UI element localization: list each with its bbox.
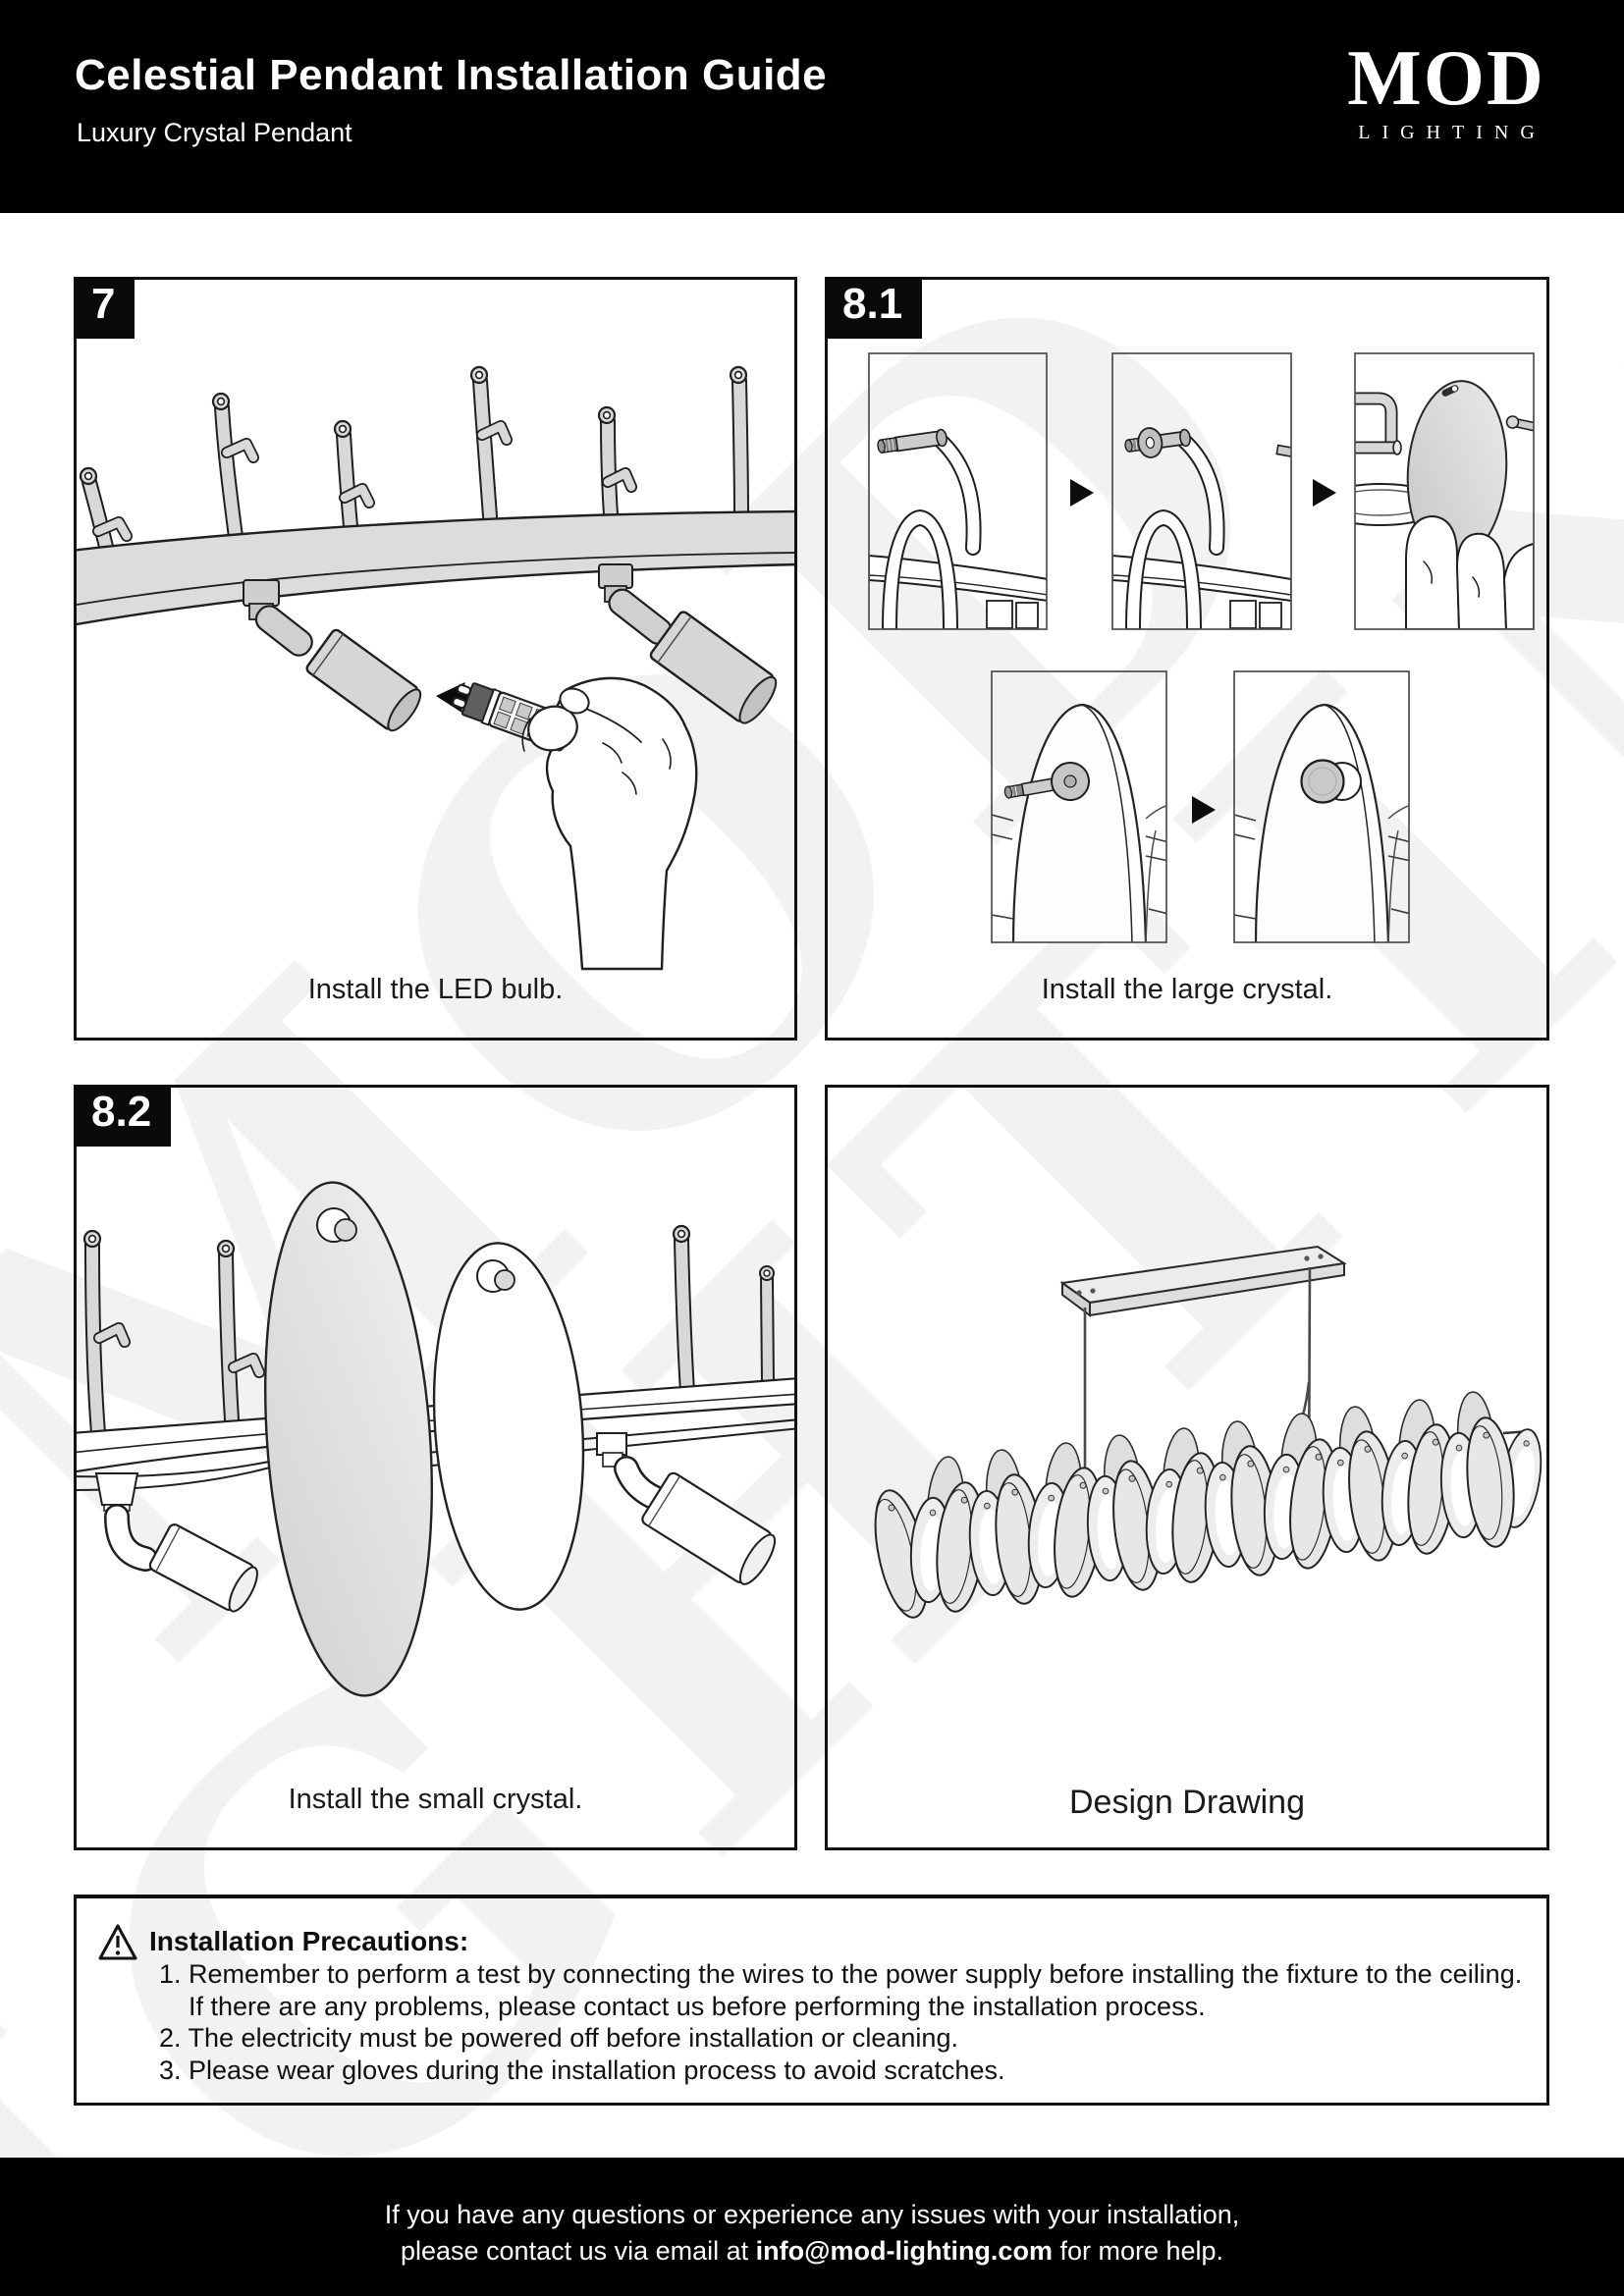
substep-frames [868, 352, 1535, 943]
step-badge: 8.2 [74, 1085, 172, 1147]
small-crystal-illustration [77, 1181, 794, 1697]
washer [1137, 427, 1164, 458]
footer-email: info@mod-lighting.com [755, 2236, 1053, 2266]
lamp-socket-left [94, 1472, 258, 1613]
precaution-item: 2. The electricity must be powered off b… [159, 2023, 958, 2053]
large-crystal-illustration [868, 352, 1535, 943]
substep-cap-nut [1234, 703, 1409, 942]
page-title: Celestial Pendant Installation Guide [75, 51, 828, 99]
precautions-title: Installation Precautions: [149, 1926, 469, 1956]
warning-triangle-icon [98, 1924, 137, 1960]
frame-arms [79, 365, 746, 567]
panel-caption: Design Drawing [1069, 1784, 1305, 1821]
panel-step-8-2: 8.2 [74, 1085, 797, 1850]
design-drawing-illustration [864, 1245, 1546, 1624]
threaded-pin [877, 428, 947, 454]
brand-logo-name: MOD [1347, 35, 1545, 122]
small-crystal-gray [264, 1181, 433, 1697]
precautions-box: Installation Precautions: 1. Remember to… [74, 1895, 1549, 2106]
step-badge: 8.1 [825, 277, 923, 339]
panel-step-8-1: 8.1 [825, 277, 1549, 1041]
footer-line2-prefix: please contact us via email at [400, 2236, 756, 2266]
precautions-list: 1. Remember to perform a test by connect… [159, 1958, 1534, 2086]
brand-logo: MOD LIGHTING [1333, 39, 1559, 144]
led-bulb-illustration [77, 365, 794, 971]
hand [545, 676, 698, 971]
panel-step-7: 7 [74, 277, 797, 1041]
ceiling-canopy [1059, 1245, 1347, 1317]
lamp-socket-right [596, 1432, 777, 1585]
next-arrow-icons [1070, 479, 1336, 824]
footer-bar: If you have any questions or experience … [0, 2158, 1624, 2296]
panel-caption: Install the LED bulb. [307, 974, 564, 1005]
pin-slot [1441, 385, 1459, 397]
precaution-item: 1. Remember to perform a test by connect… [159, 1959, 1523, 2021]
lamp-socket-right [598, 563, 778, 724]
panel-caption: Install the small crystal. [288, 1784, 583, 1815]
substep-pin-through [992, 703, 1166, 942]
lamp-socket-left [243, 579, 422, 732]
page-subtitle: Luxury Crystal Pendant [77, 118, 352, 147]
substep-washer [1112, 427, 1291, 629]
cap-nut [1300, 759, 1345, 804]
frame-arms [82, 1224, 775, 1433]
footer-line1: If you have any questions or experience … [384, 2200, 1240, 2229]
brand-logo-sub: LIGHTING [1358, 122, 1546, 143]
footer-line2: please contact us via email at info@mod-… [0, 2233, 1624, 2269]
footer-line2-suffix: for more help. [1052, 2236, 1224, 2266]
panel-design-drawing: Design Drawing [825, 1085, 1549, 1850]
substep-pin [869, 428, 1048, 629]
precaution-item: 3. Please wear gloves during the install… [159, 2055, 1005, 2085]
panel-caption: Install the large crystal. [1041, 974, 1333, 1005]
small-crystal-white [432, 1242, 585, 1611]
header-bar: Celestial Pendant Installation Guide Lux… [0, 0, 1624, 213]
substep-place-crystal [1355, 380, 1534, 629]
frame-rail [77, 509, 794, 626]
step-badge: 7 [74, 277, 135, 339]
fingers [1405, 514, 1534, 629]
thumb [521, 687, 590, 752]
crystal-disc-row [864, 1390, 1546, 1624]
